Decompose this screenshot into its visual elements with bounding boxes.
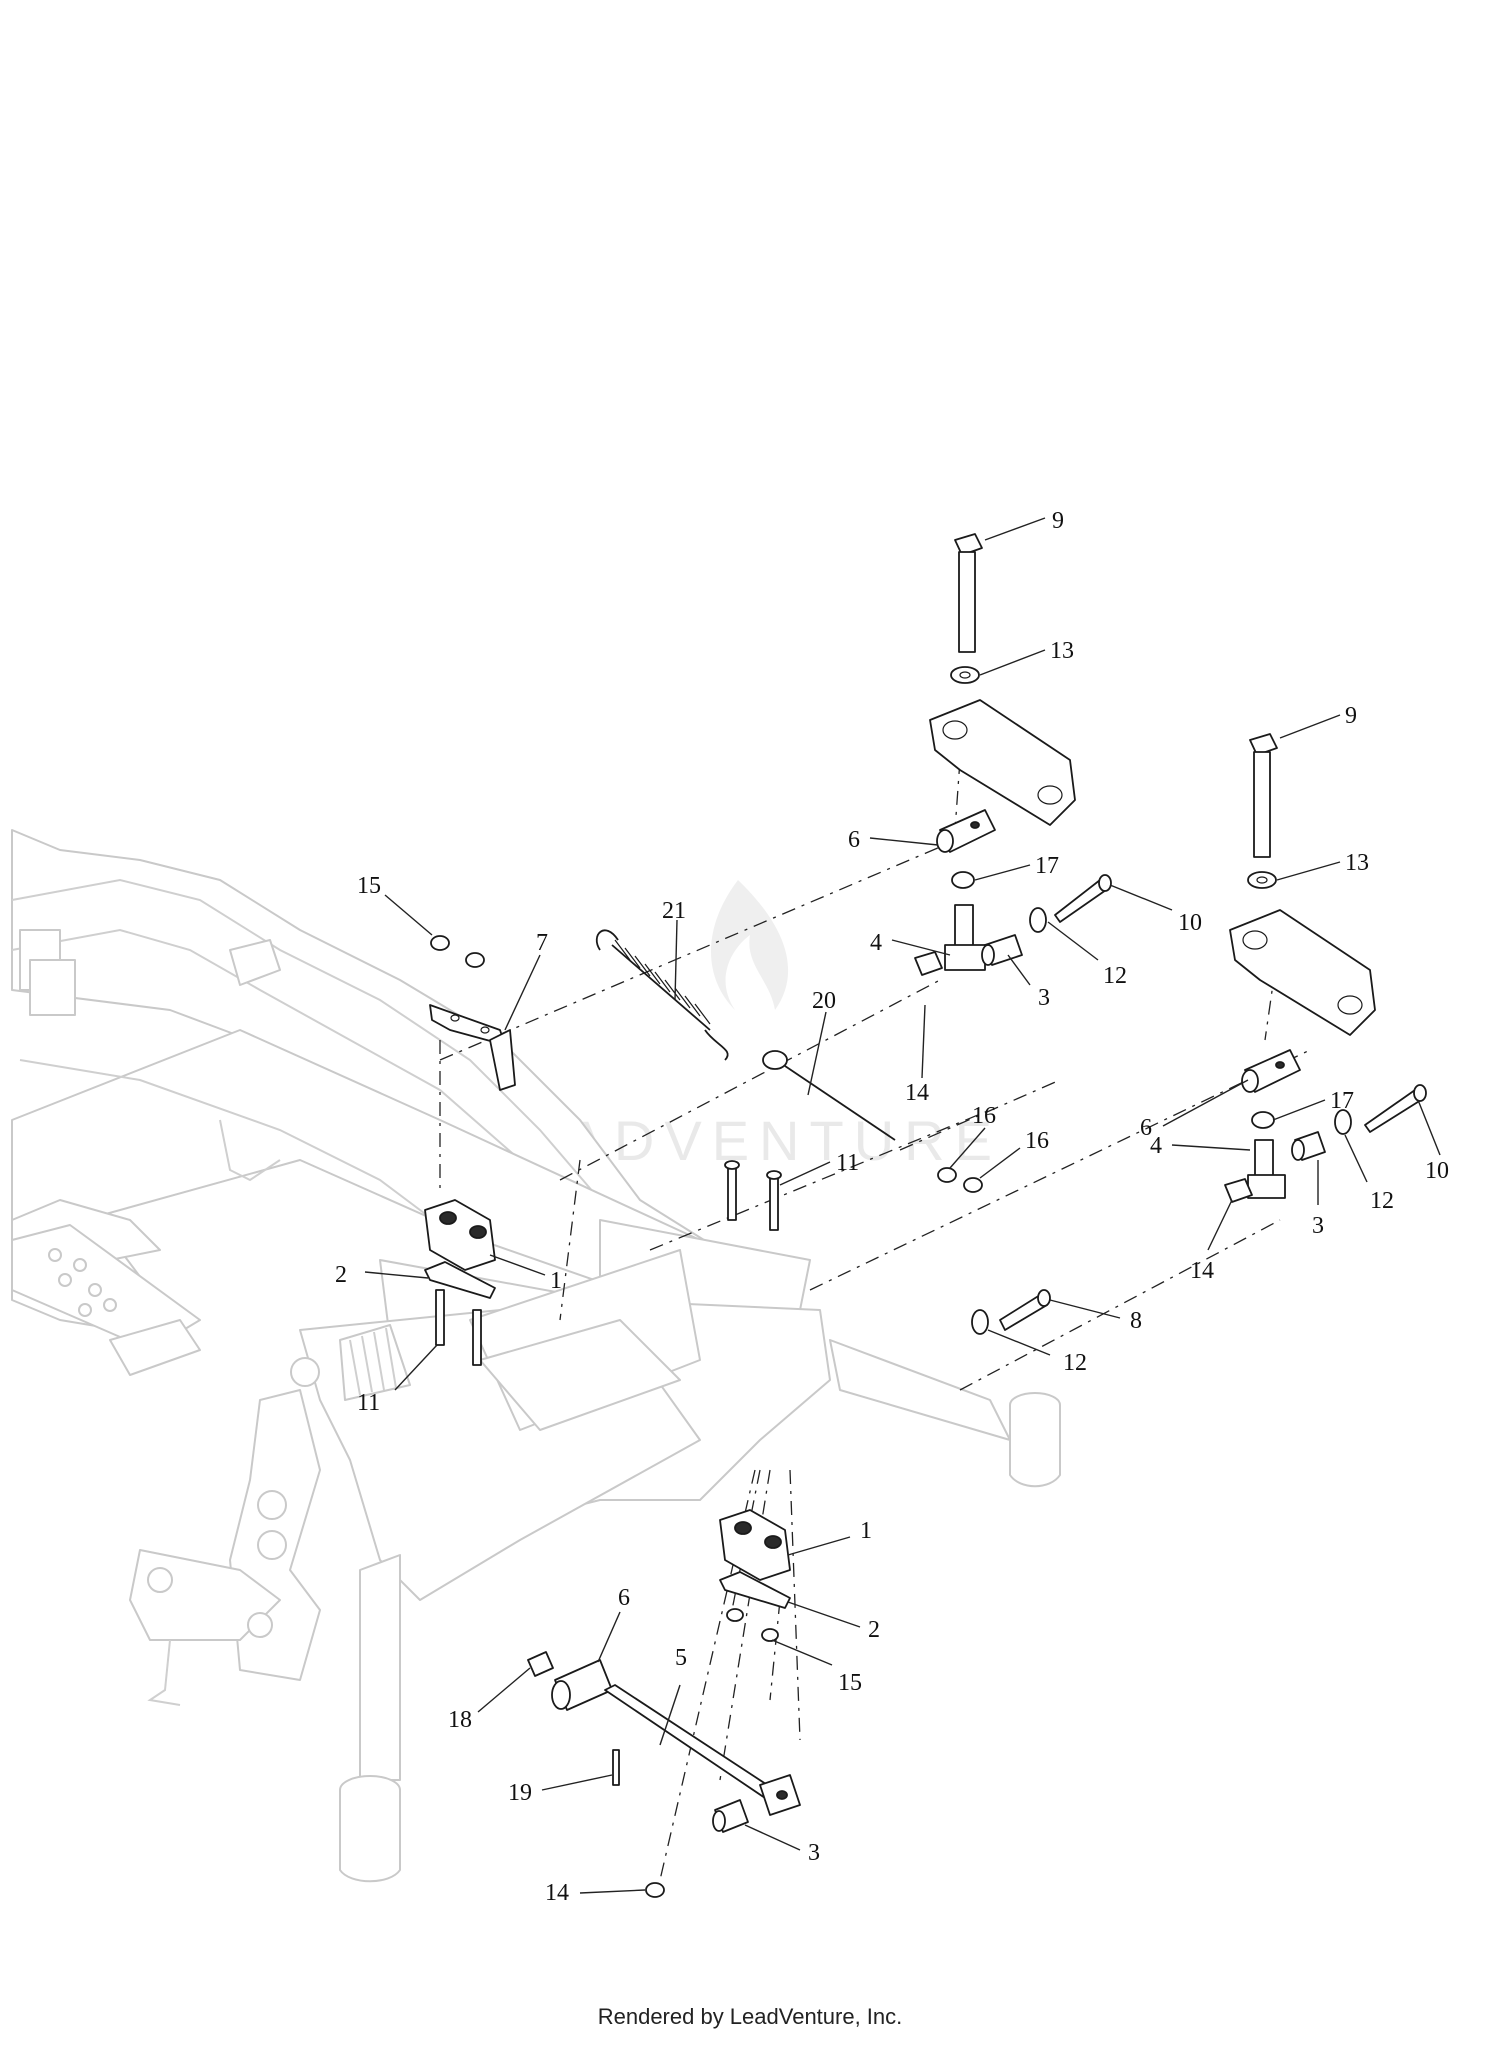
- pin-4-lower: [1247, 1139, 1286, 1199]
- watermark-flame-icon: [710, 880, 789, 1010]
- washer-12-upper: [1029, 907, 1047, 933]
- pin-4-upper: [944, 904, 986, 971]
- bushing-1-lower: [719, 1509, 791, 1581]
- washer-12-lower: [1334, 1109, 1352, 1135]
- callout-14: 14: [1190, 1258, 1214, 1284]
- pivot-6-lower: [1241, 1049, 1301, 1093]
- washer-13-upper: [950, 666, 980, 684]
- callout-18: 18: [448, 1707, 472, 1733]
- callout-6: 6: [848, 827, 860, 853]
- bushing-1-upper: [424, 1199, 496, 1271]
- plate-2-lower: [719, 1571, 791, 1609]
- callout-17: 17: [1035, 853, 1059, 879]
- pins-11-middle: [724, 1160, 782, 1231]
- spring-21: [595, 929, 729, 1061]
- bolt-8: [999, 1289, 1051, 1331]
- callout-16: 16: [1025, 1128, 1049, 1154]
- leader-lines: [364, 517, 1441, 1894]
- callout-10: 10: [1178, 910, 1202, 936]
- link-plate-lower: [1229, 909, 1376, 1036]
- footer-credit: Rendered by LeadVenture, Inc.: [597, 2004, 903, 2029]
- foot-pedal: [11, 1224, 201, 1376]
- callout-11: 11: [357, 1390, 380, 1416]
- bracket-7: [429, 1004, 516, 1091]
- callout-6: 6: [1140, 1115, 1152, 1141]
- callout-1: 1: [550, 1268, 562, 1294]
- nut-15-lower: [726, 1608, 779, 1642]
- callout-13: 13: [1345, 850, 1369, 876]
- callout-17: 17: [1330, 1088, 1354, 1114]
- callout-15: 15: [838, 1670, 862, 1696]
- callout-3: 3: [1312, 1213, 1324, 1239]
- callout-labels: 9 13 9 13 6 17 10 21 4 12 3 15 7 20 14 6…: [335, 508, 1449, 1906]
- shaft-5: [604, 1684, 801, 1816]
- callout-12: 12: [1103, 963, 1127, 989]
- bolt-9-lower: [1249, 733, 1278, 858]
- nut-14-upper: [914, 951, 943, 976]
- callout-1: 1: [860, 1518, 872, 1544]
- callout-12: 12: [1063, 1350, 1087, 1376]
- callout-14: 14: [545, 1880, 569, 1906]
- nut-17-upper: [951, 871, 975, 889]
- callout-20: 20: [812, 988, 836, 1014]
- pivot-6-upper: [936, 809, 996, 853]
- callout-15: 15: [357, 873, 381, 899]
- pins-11-upper: [435, 1289, 482, 1366]
- nut-14-shaft: [645, 1882, 665, 1898]
- callout-3: 3: [808, 1840, 820, 1866]
- cotter-pin-19: [612, 1749, 620, 1786]
- callout-4: 4: [1150, 1133, 1162, 1159]
- link-plate-upper: [929, 699, 1076, 826]
- shaft-bracket: [129, 1357, 321, 1706]
- callout-9: 9: [1052, 508, 1064, 534]
- spacer-3-shaft: [712, 1799, 749, 1833]
- callout-4: 4: [870, 930, 882, 956]
- mower-frame: [11, 829, 1061, 1883]
- callout-10: 10: [1425, 1158, 1449, 1184]
- callout-19: 19: [508, 1780, 532, 1806]
- callout-2: 2: [868, 1617, 880, 1643]
- callout-14: 14: [905, 1080, 929, 1106]
- pivot-6-shaft: [551, 1659, 613, 1711]
- nut-14-lower: [1224, 1178, 1253, 1203]
- bolt-9-upper: [954, 533, 983, 653]
- washer-12-middle: [971, 1309, 989, 1335]
- bolt-10-lower: [1364, 1084, 1427, 1133]
- callout-8: 8: [1130, 1308, 1142, 1334]
- nut-18: [527, 1651, 554, 1677]
- plate-2-upper: [424, 1261, 496, 1299]
- callout-13: 13: [1050, 638, 1074, 664]
- spacer-3-lower: [1291, 1131, 1326, 1161]
- eyebolt-20: [762, 1050, 896, 1141]
- callout-21: 21: [662, 898, 686, 924]
- callout-9: 9: [1345, 703, 1357, 729]
- hardware-parts: [424, 533, 1427, 1898]
- wheel-mount-left: [339, 1554, 401, 1883]
- callout-5: 5: [675, 1645, 687, 1671]
- callout-11: 11: [836, 1150, 859, 1176]
- callout-2: 2: [335, 1262, 347, 1288]
- washer-13-lower: [1247, 871, 1277, 889]
- callout-12: 12: [1370, 1188, 1394, 1214]
- nuts-15-upper: [430, 935, 485, 968]
- callout-3: 3: [1038, 985, 1050, 1011]
- callout-6: 6: [618, 1585, 630, 1611]
- callout-16: 16: [972, 1103, 996, 1129]
- spacer-3-upper: [981, 934, 1023, 966]
- callout-7: 7: [536, 930, 548, 956]
- bolt-10-upper: [1054, 874, 1112, 923]
- nut-17-lower: [1251, 1111, 1275, 1129]
- splined-shaft: [339, 1324, 411, 1401]
- nuts-16: [937, 1167, 983, 1193]
